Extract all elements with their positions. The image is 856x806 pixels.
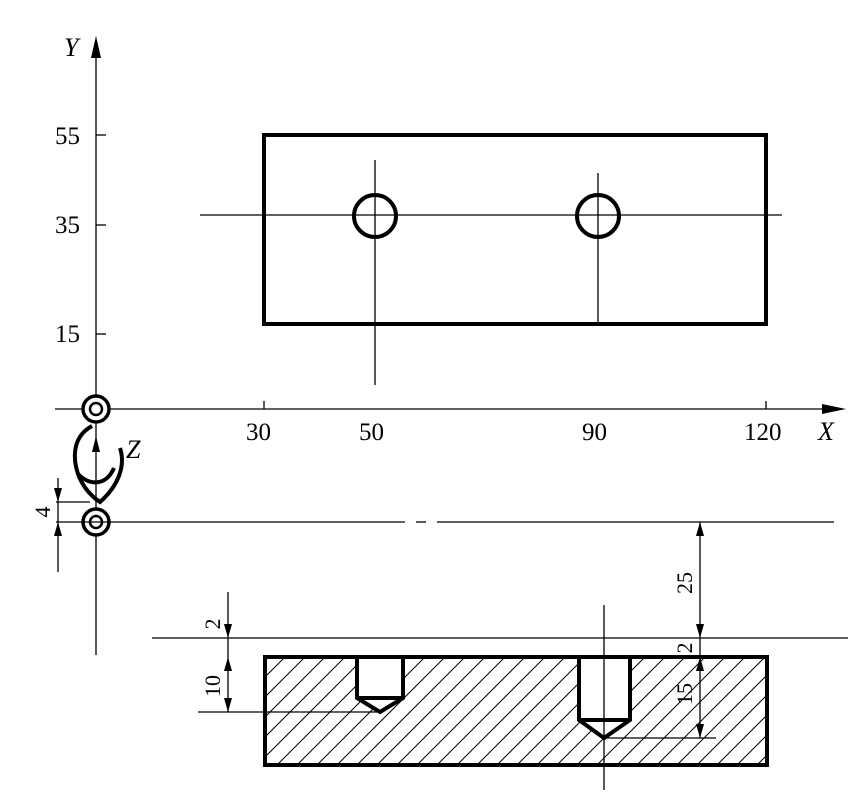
- section-hatching: [265, 657, 767, 765]
- hatch-line: [656, 657, 766, 765]
- lower-clearance-value: 2: [672, 643, 697, 654]
- y-tick-label-55: 55: [55, 123, 80, 150]
- tool-motion-loop-inner: [76, 467, 116, 485]
- hatch-line: [616, 657, 726, 765]
- plate-top-outline: [262, 133, 768, 326]
- right-dimensions: 25 2 15: [672, 522, 704, 738]
- hatch-line: [456, 657, 566, 765]
- lift-dim-arrow-bottom: [54, 522, 62, 536]
- x-tick-label-120: 120: [744, 419, 782, 446]
- upper-clearance-value: 25: [672, 572, 697, 594]
- workpiece-section-outline: [263, 655, 769, 767]
- hatch-line: [416, 657, 526, 765]
- x-tick-label-30: 30: [246, 419, 271, 446]
- hatch-line: [396, 657, 506, 765]
- hatch-line: [265, 657, 346, 738]
- lift-dim-arrow-top: [54, 488, 62, 502]
- left-clearance-value: 2: [200, 619, 225, 630]
- hatch-line: [476, 657, 586, 765]
- hatch-line: [736, 734, 767, 765]
- hatch-line: [696, 694, 767, 765]
- right-dim25-arrow-top: [696, 522, 704, 536]
- lift-dim-value: 4: [30, 507, 55, 518]
- y-axis-label: Y: [64, 33, 81, 62]
- hatch-line: [265, 657, 266, 658]
- right-dim15-arrow-top: [696, 657, 704, 671]
- hatch-line: [316, 657, 426, 765]
- left-dim2-arrow-top: [224, 624, 232, 638]
- hatch-line: [265, 657, 326, 718]
- y-tick-label-35: 35: [55, 212, 80, 239]
- hatch-line: [756, 754, 767, 765]
- hatch-line: [636, 657, 746, 765]
- tool-symbols: Z 4: [30, 394, 141, 572]
- y-tick-label-15: 15: [55, 321, 80, 348]
- x-axis-label: X: [817, 417, 835, 446]
- section-view: [198, 605, 769, 790]
- z-axis-arrow: [92, 436, 100, 452]
- left-hole-depth-value: 10: [200, 675, 225, 697]
- hole-right-top-view: [575, 193, 621, 239]
- hatch-line: [376, 657, 486, 765]
- hatch-line: [676, 674, 767, 765]
- right-dim25-arrow-bottom: [696, 624, 704, 638]
- y-axis-arrow: [91, 36, 101, 58]
- hatch-line: [436, 657, 546, 765]
- hole-left-top-view: [352, 193, 398, 239]
- right-dim15-arrow-bottom: [696, 724, 704, 738]
- hatch-line: [265, 657, 286, 678]
- z-axis-label: Z: [126, 435, 141, 464]
- left-dim2-arrow-bottom: [224, 657, 232, 671]
- x-tick-label-50: 50: [359, 419, 384, 446]
- x-axis-arrow: [822, 404, 846, 414]
- top-view: Y X 55 35 15 30 50 90 120: [55, 33, 846, 655]
- left-dimensions: 2 10: [200, 592, 232, 712]
- hatch-line: [265, 657, 366, 758]
- left-dim10-arrow-bottom: [224, 698, 232, 712]
- tool-motion-loop-icon: [72, 424, 124, 505]
- hatch-line: [265, 657, 306, 698]
- tool-point-upper-inner: [88, 401, 104, 417]
- right-hole-depth-value: 15: [672, 683, 697, 705]
- hatch-line: [356, 657, 466, 765]
- hatch-line: [336, 657, 446, 765]
- tool-point-upper-icon: [81, 394, 111, 424]
- x-tick-label-90: 90: [582, 419, 607, 446]
- hatch-line: [596, 657, 706, 765]
- hatch-line: [716, 714, 767, 765]
